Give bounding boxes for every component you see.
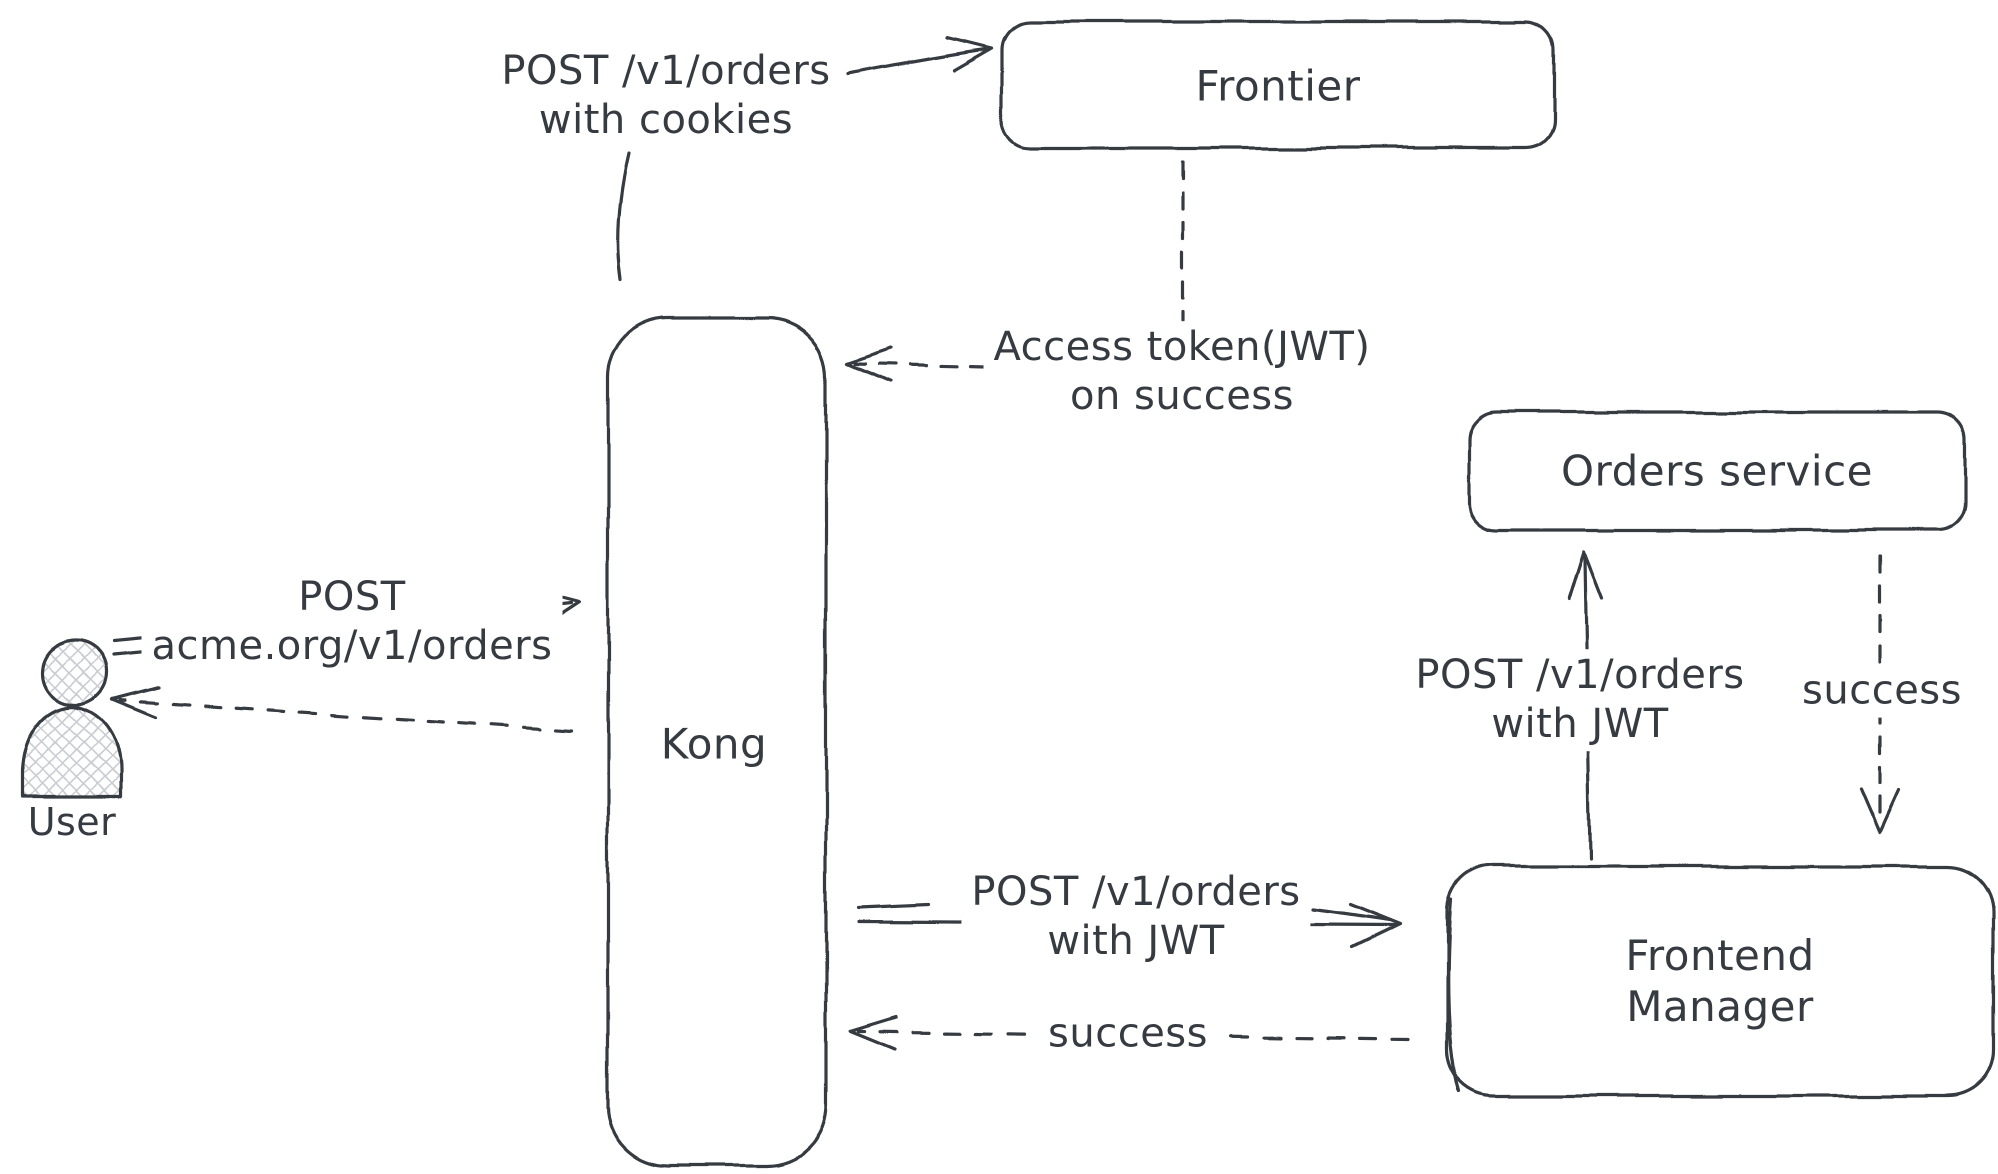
kong-to-frontier-connector — [617, 150, 632, 282]
frontend-manager-to-kong-arrow — [848, 1015, 1410, 1051]
label-post-acme: POST acme.org/v1/orders — [141, 571, 563, 673]
label-post-orders-cookies: POST /v1/orders with cookies — [491, 45, 841, 147]
user-head — [41, 638, 109, 706]
frontier-to-kong-arrow — [846, 160, 1184, 383]
frontier-node — [1000, 20, 1556, 150]
user-label: User — [27, 799, 117, 844]
kong-to-frontier-arrow — [617, 36, 994, 282]
frontend-manager-sketch-stroke — [1447, 898, 1462, 1094]
label-success-bottom: success — [1038, 1007, 1218, 1061]
kong-node — [606, 316, 828, 1168]
label-post-orders-jwt-right: POST /v1/orders with JWT — [1405, 649, 1755, 751]
kong-to-user-arrow — [110, 685, 574, 732]
label-access-token: Access token(JWT) on success — [983, 321, 1381, 423]
user-body — [20, 704, 123, 799]
label-success-right: success — [1792, 664, 1972, 718]
frontier-label: Frontier — [1195, 61, 1361, 111]
frontend-manager-label: Frontend Manager — [1625, 930, 1814, 1032]
frontend-manager-label-line2: Manager — [1626, 982, 1814, 1031]
frontend-manager-label-line1: Frontend — [1625, 930, 1815, 980]
orders-service-label: Orders service — [1560, 446, 1874, 496]
kong-label: Kong — [660, 719, 768, 769]
orders-service-node — [1466, 410, 1968, 532]
user-icon — [20, 638, 123, 799]
label-post-orders-jwt-bottom: POST /v1/orders with JWT — [961, 866, 1311, 968]
